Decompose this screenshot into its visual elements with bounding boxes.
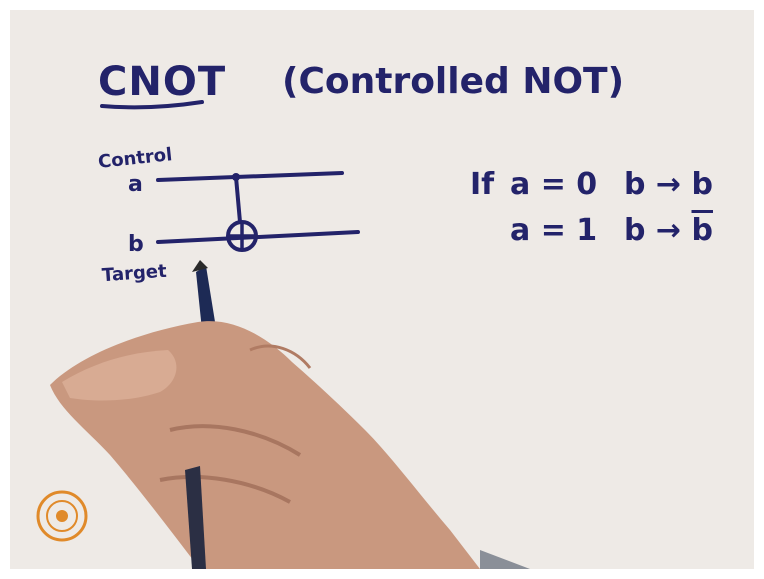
title-short: CNOT <box>98 59 227 105</box>
target-wire <box>156 230 360 244</box>
target-wire-label: b <box>128 232 144 257</box>
rule-row2-condition: a = 1 <box>510 213 598 248</box>
hand-with-pen <box>50 260 530 569</box>
whiteboard: CNOT (Controlled NOT) Control a b Target… <box>10 10 754 569</box>
target-label: Target <box>101 260 168 287</box>
rule-row1-condition: a = 0 <box>510 167 598 202</box>
title-underline <box>100 100 204 110</box>
rule-row1-result: b → b <box>624 167 713 202</box>
nptel-logo-icon <box>36 490 88 542</box>
rule-prefix: If <box>470 167 495 202</box>
control-wire <box>156 171 344 182</box>
rule-row2-result-prefix: b → <box>624 213 692 248</box>
title-long: (Controlled NOT) <box>282 61 625 102</box>
rule-row2-result-barred: b <box>691 213 713 248</box>
rule-row2-result: b → b <box>624 216 713 246</box>
control-link <box>234 175 242 224</box>
xor-target-symbol <box>226 220 258 252</box>
control-wire-label: a <box>128 172 143 197</box>
board-drawing <box>36 100 530 569</box>
